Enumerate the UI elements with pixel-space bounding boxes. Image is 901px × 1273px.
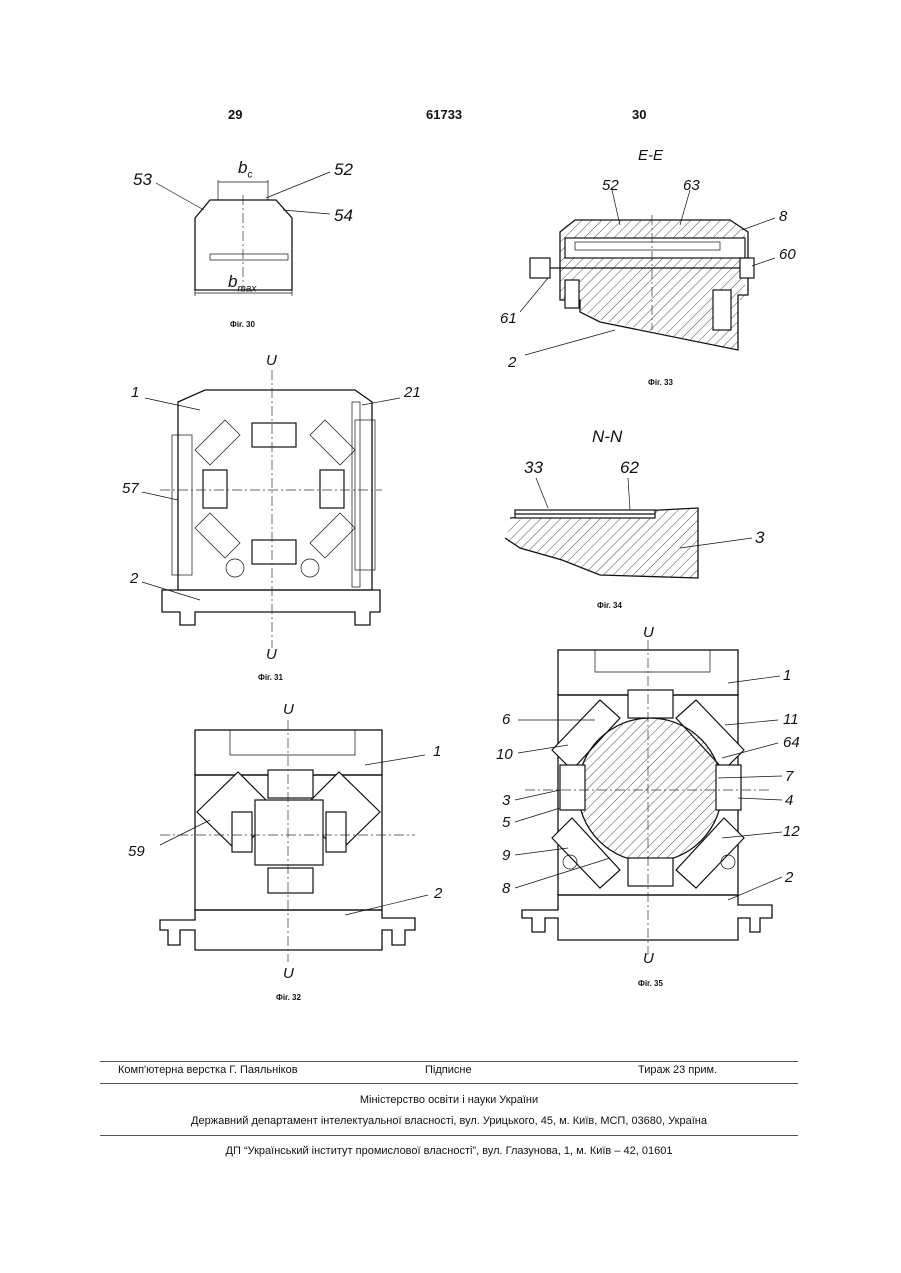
- fig32-label-1: 1: [433, 743, 441, 760]
- fig35-label-3: 3: [502, 792, 510, 809]
- fig31-axis-top: U: [266, 352, 277, 369]
- fig30-label-54: 54: [334, 206, 353, 226]
- footer-rule-3: [100, 1135, 798, 1136]
- fig35-label-2: 2: [785, 869, 793, 886]
- footer-signed: Підписне: [425, 1064, 472, 1076]
- fig35-label-64: 64: [783, 734, 800, 751]
- fig33-label-52: 52: [602, 177, 619, 194]
- fig31-drawing: [142, 370, 400, 648]
- fig33-caption: Фіг. 33: [648, 378, 673, 387]
- fig30-label-52: 52: [334, 160, 353, 180]
- fig30-label-bc: bc: [238, 158, 252, 180]
- fig31-caption: Фіг. 31: [258, 673, 283, 682]
- fig35-label-1: 1: [783, 667, 791, 684]
- fig35-label-12: 12: [783, 823, 800, 840]
- fig31-label-1: 1: [131, 384, 139, 401]
- footer-department: Державний департамент інтелектуальної вл…: [100, 1115, 798, 1127]
- patent-number: 61733: [426, 107, 462, 122]
- footer-rule-2: [100, 1083, 798, 1084]
- fig35-label-7: 7: [785, 768, 793, 785]
- fig30-label-53: 53: [133, 170, 152, 190]
- fig32-axis-top: U: [283, 701, 294, 718]
- fig33-drawing: [520, 190, 775, 355]
- fig32-caption: Фіг. 32: [276, 993, 301, 1002]
- fig31-label-57: 57: [122, 480, 139, 497]
- fig32-axis-bottom: U: [283, 965, 294, 982]
- fig31-label-21: 21: [404, 384, 421, 401]
- fig35-label-11: 11: [783, 711, 799, 728]
- fig30-label-bmax: bmax: [228, 272, 256, 294]
- fig35-drawing: [515, 640, 782, 955]
- fig35-label-9: 9: [502, 847, 510, 864]
- right-page-number: 30: [632, 107, 646, 122]
- fig35-caption: Фіг. 35: [638, 979, 663, 988]
- fig35-label-8: 8: [502, 880, 510, 897]
- fig35-label-10: 10: [496, 746, 513, 763]
- footer-layout-by: Комп'ютерна верстка Г. Паяльніков: [118, 1064, 298, 1076]
- fig32-drawing: [160, 720, 428, 962]
- fig33-label-2: 2: [508, 354, 516, 371]
- footer-rule-1: [100, 1061, 798, 1062]
- fig33-label-8: 8: [779, 208, 787, 225]
- fig35-label-5: 5: [502, 814, 510, 831]
- fig34-section-title: N-N: [592, 427, 622, 447]
- fig32-label-2: 2: [434, 885, 442, 902]
- fig33-label-61: 61: [500, 310, 517, 327]
- fig30-caption: Фіг. 30: [230, 320, 255, 329]
- fig33-label-60: 60: [779, 246, 796, 263]
- footer-institute: ДП “Український інститут промислової вла…: [100, 1145, 798, 1157]
- fig34-drawing: [505, 478, 752, 578]
- fig34-label-62: 62: [620, 458, 639, 478]
- fig34-label-3: 3: [755, 528, 764, 548]
- fig31-label-2: 2: [130, 570, 138, 587]
- fig34-caption: Фіг. 34: [597, 601, 622, 610]
- fig35-axis-bottom: U: [643, 950, 654, 967]
- left-page-number: 29: [228, 107, 242, 122]
- fig31-axis-bottom: U: [266, 646, 277, 663]
- fig32-label-59: 59: [128, 843, 145, 860]
- fig33-label-63: 63: [683, 177, 700, 194]
- footer-ministry: Міністерство освіти і науки України: [100, 1094, 798, 1106]
- fig35-label-6: 6: [502, 711, 510, 728]
- fig35-axis-top: U: [643, 624, 654, 641]
- fig35-label-4: 4: [785, 792, 793, 809]
- footer-circulation: Тираж 23 прим.: [638, 1064, 717, 1076]
- fig33-section-title: E-E: [638, 147, 663, 164]
- fig34-label-33: 33: [524, 458, 543, 478]
